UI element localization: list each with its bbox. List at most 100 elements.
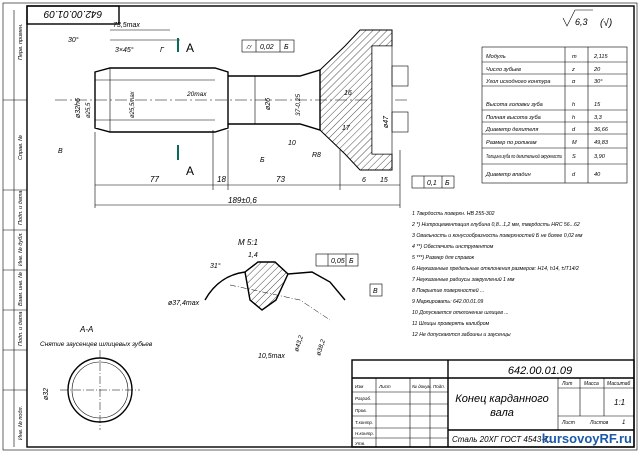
dim-20max: 20max: [186, 91, 207, 98]
detail-dim-d38: ø38,2: [315, 338, 327, 356]
section-a-a: А-А Снятие заусенцев шлицевых зубьев ø32: [40, 325, 153, 430]
dim-37: 37-0,25: [295, 94, 302, 116]
dim-d32: ø32h6: [75, 98, 82, 118]
top-number: 642.00.01.09: [43, 8, 102, 19]
gear-row-1-name: Модуль: [486, 54, 506, 60]
cut-letter-top: А: [186, 41, 194, 55]
stamp-tcontr: Т.контр.: [355, 420, 373, 425]
gear-row-4-value: 15: [594, 102, 601, 108]
side-label-5: Взам. инв. №: [18, 272, 24, 306]
gear-row-3-name: Угол исходного контура: [485, 79, 551, 85]
stamp-doc: № докум.: [412, 384, 432, 389]
dim-16: 16: [344, 90, 352, 97]
mass-label: Масса: [584, 381, 599, 387]
sheet-label: Лист: [561, 420, 575, 426]
tech-req-3: 3 Овальность и конусообразность поверхно…: [412, 232, 583, 239]
tech-req-7: 7 Неуказанные радиусы закруглений 1 мм: [412, 276, 515, 283]
tech-req-11: 11 Шлицы проверять калибром: [412, 321, 490, 327]
gear-row-1-value: 2,115: [593, 54, 608, 60]
gear-row-7-value: 49,83: [594, 140, 609, 146]
sheets-value: 1: [622, 420, 625, 426]
gear-row-9-value: 40: [594, 172, 601, 178]
dim-10: 10: [288, 140, 296, 147]
dim-77: 77: [150, 175, 159, 184]
dim-73: 73: [276, 175, 285, 184]
gear-row-2-value: 20: [593, 67, 601, 73]
tech-req-2: 2 *) Нитроцементация глубина 0,8...1,2 м…: [411, 222, 580, 228]
gear-row-6-name: Диаметр делителя: [485, 127, 538, 133]
tolerance-top-datum: Б: [284, 44, 289, 51]
tolerance-frame-top: [241, 39, 295, 53]
side-label-1: Перв. примен.: [18, 23, 24, 60]
section-caption: Снятие заусенцев шлицевых зубьев: [40, 340, 153, 348]
gear-table: Модуль m 2,115 Число зубьев z 20 Угол ис…: [481, 46, 628, 184]
side-label-4: Инв. № дубл.: [18, 232, 24, 266]
tech-req-10: 10 Допускается отклонение шлицев ...: [412, 310, 509, 316]
datum-b: Б: [260, 157, 265, 164]
detail-dim-10-5: 10,5max: [258, 353, 285, 360]
detail-tolerance-value: 0,05: [331, 258, 345, 265]
detail-scale: М 5:1: [238, 238, 258, 247]
gear-row-8-name: Толщина зуба по делительной окружности: [486, 153, 562, 160]
stamp-izm: Изм: [355, 384, 363, 389]
gear-row-3-value: 30°: [594, 79, 603, 85]
side-label-3: Подп. и дата: [18, 191, 24, 225]
detail-dim-14: 1,4: [248, 252, 258, 259]
gear-row-6-symbol: d: [572, 127, 576, 133]
main-dimensions: 77 18 73 189±0,6 6 15 73,5max 3×45° 30° …: [58, 22, 455, 208]
dim-15: 15: [380, 177, 388, 184]
dim-r8: R8: [312, 152, 321, 159]
dim-189: 189±0,6: [228, 196, 257, 205]
view-letter-d: В: [58, 148, 63, 155]
gear-row-7-symbol: M: [572, 140, 577, 146]
scale-value: 1:1: [614, 398, 625, 407]
side-label-2: Справ. №: [18, 135, 24, 160]
tech-req-9: 9 Маркировать: 642.00.01.09: [412, 299, 483, 305]
cut-letter-bottom: А: [186, 164, 194, 178]
gear-row-8-value: 3,90: [594, 154, 606, 160]
gear-row-4-symbol: h: [572, 102, 575, 108]
dim-d25-5max: ø25,5max: [130, 90, 136, 118]
detail-view: М 5:1 1,4 31° ø37,4max 10,5max ø43,2 ø38…: [168, 238, 383, 360]
watermark: kursovoyRF.ru: [542, 431, 632, 446]
tech-req-5: 5 ***) Размер для справок: [412, 255, 475, 261]
stamp-approve: Утв.: [355, 441, 365, 446]
detail-tolerance-frame: [315, 253, 359, 267]
scale-label: Масштаб: [607, 381, 631, 387]
flatness-datum: Б: [445, 180, 450, 187]
dim-30deg: 30°: [68, 36, 79, 44]
detail-dim-31: 31°: [210, 262, 221, 270]
gear-row-5-value: 3,3: [594, 115, 603, 121]
section-title: А-А: [79, 325, 93, 334]
roughness-value: 6,3: [575, 17, 588, 27]
svg-text:⌭: ⌭: [246, 44, 252, 51]
gear-row-4-name: Высота головки зуба: [486, 102, 543, 108]
material: Сталь 20ХГ ГОСТ 4543-71: [452, 435, 553, 444]
flatness-frame: [411, 175, 455, 189]
gear-row-5-name: Полная высота зуба: [486, 115, 541, 121]
stamp-list: Лист: [378, 384, 391, 389]
shaft-main-view: [55, 29, 410, 171]
gear-row-8-symbol: S: [572, 154, 576, 160]
dim-d26: ø26: [265, 98, 272, 110]
drawing-number: 642.00.01.09: [508, 365, 572, 377]
title-block: 642.00.01.09 Конец карданного вала Сталь…: [351, 359, 635, 448]
part-title-line2: вала: [490, 407, 514, 419]
dim-6: 6: [362, 177, 366, 184]
dim-d47: ø47: [383, 115, 390, 128]
stamp-dev: Разраб.: [355, 396, 371, 401]
gear-row-9-name: Диаметр впадин: [485, 172, 531, 178]
left-strip: Перв. примен. Справ. № Подп. и дата Инв.…: [3, 10, 27, 447]
inner-frame: [26, 5, 635, 448]
tolerance-top-value: 0,02: [260, 44, 274, 51]
tech-requirements: 1 Твердость поверхн. НВ 255-302 2 *) Нит…: [411, 211, 583, 338]
gear-row-2-name: Число зубьев: [486, 67, 521, 73]
view-letter-g: Г: [160, 47, 165, 54]
roughness-mark: 6,3 (√): [562, 9, 612, 29]
section-dim: ø32: [43, 388, 50, 400]
lit-label: Лит: [561, 381, 572, 387]
tech-req-6: 6 Неуказанные предельные отклонения разм…: [412, 266, 579, 272]
dim-17: 17: [342, 125, 351, 132]
